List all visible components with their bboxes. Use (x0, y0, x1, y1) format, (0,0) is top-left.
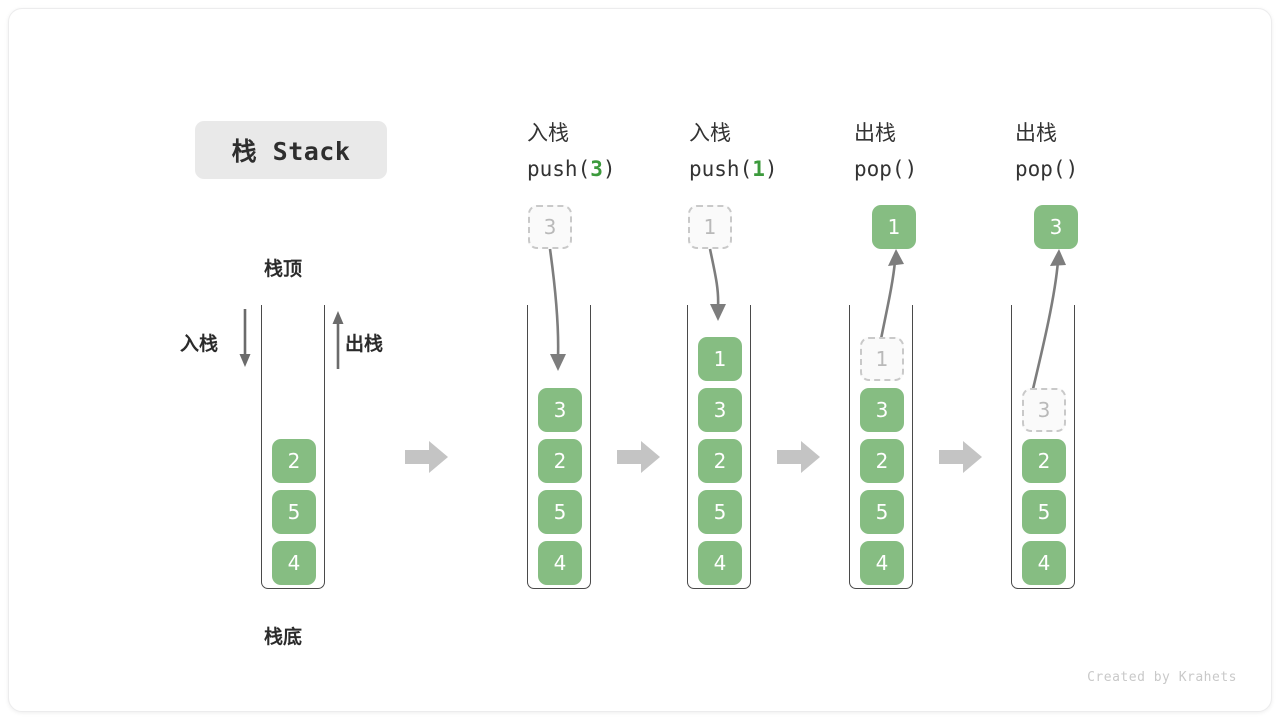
arrow-right-icon (405, 439, 449, 475)
stack-cell: 2 (538, 439, 582, 483)
stack-cell: 3 (538, 388, 582, 432)
page-title: 栈 Stack (195, 121, 387, 179)
column-header-pop-1: 出栈 pop() (854, 115, 1044, 187)
column-header-code: pop() (1015, 157, 1079, 181)
arrow-down-icon (238, 309, 252, 369)
stack-cell: 1 (698, 337, 742, 381)
stack-cell: 3 (698, 388, 742, 432)
pop-motion-arrow-1 (879, 249, 904, 340)
arrow-right-icon (777, 439, 821, 475)
pop-direction-label: 出栈 (345, 333, 384, 355)
column-header-push-1: 入栈 push(1) (689, 115, 879, 187)
stack-cell: 4 (698, 541, 742, 585)
stack-cells-push-3: 3 2 5 4 (528, 388, 592, 585)
stack-container-push-3: 3 2 5 4 (527, 305, 591, 589)
stack-cell: 5 (1022, 490, 1066, 534)
stack-cell: 3 (860, 388, 904, 432)
stack-cell-ghost: 3 (1022, 388, 1066, 432)
column-header-code: pop() (854, 157, 918, 181)
column-header-cn: 入栈 (689, 121, 731, 145)
stack-cell: 2 (698, 439, 742, 483)
stack-cell: 4 (860, 541, 904, 585)
column-header-pop-3: 出栈 pop() (1015, 115, 1205, 187)
stack-top-label: 栈顶 (264, 258, 303, 280)
stack-cells-pop-3: 3 2 5 4 (1012, 388, 1076, 585)
pop-motion-arrow-3 (1031, 249, 1066, 390)
incoming-element-3: 3 (528, 205, 572, 249)
push-direction-label: 入栈 (180, 333, 219, 355)
stack-cell: 5 (538, 490, 582, 534)
stack-cell: 5 (860, 490, 904, 534)
column-header-push-3: 入栈 push(3) (527, 115, 717, 187)
stack-cell: 2 (272, 439, 316, 483)
stack-cell: 2 (1022, 439, 1066, 483)
stack-cell: 5 (698, 490, 742, 534)
stack-cell: 4 (272, 541, 316, 585)
stack-cell: 5 (272, 490, 316, 534)
stack-cell: 2 (860, 439, 904, 483)
stack-bottom-label: 栈底 (264, 626, 303, 648)
push-motion-arrow-3 (548, 248, 566, 371)
push-motion-arrow-1 (708, 248, 726, 321)
stack-container-pop-3: 3 2 5 4 (1011, 305, 1075, 589)
popped-element-3: 3 (1034, 205, 1078, 249)
popped-element-1: 1 (872, 205, 916, 249)
credit-text: Created by Krahets (1087, 670, 1237, 685)
arrow-up-icon (331, 309, 345, 369)
arrow-right-icon (617, 439, 661, 475)
stack-cell-ghost: 1 (860, 337, 904, 381)
column-header-cn: 出栈 (854, 121, 896, 145)
incoming-element-1: 1 (688, 205, 732, 249)
diagram-card: 栈 Stack 栈顶 栈底 入栈 出栈 入栈 push(3) 入栈 push(1… (8, 8, 1272, 712)
stack-cells-pop-1: 1 3 2 5 4 (850, 337, 914, 585)
stack-container-pop-1: 1 3 2 5 4 (849, 305, 913, 589)
stack-cell: 4 (538, 541, 582, 585)
stack-cells-initial: 2 5 4 (262, 439, 326, 585)
column-header-code: push(3) (527, 157, 616, 181)
column-header-code: push(1) (689, 157, 778, 181)
arrow-right-icon (939, 439, 983, 475)
stack-container-initial: 2 5 4 (261, 305, 325, 589)
stack-cells-push-1: 1 3 2 5 4 (688, 337, 752, 585)
stack-container-push-1: 1 3 2 5 4 (687, 305, 751, 589)
column-header-cn: 入栈 (527, 121, 569, 145)
stack-cell: 4 (1022, 541, 1066, 585)
column-header-cn: 出栈 (1015, 121, 1057, 145)
